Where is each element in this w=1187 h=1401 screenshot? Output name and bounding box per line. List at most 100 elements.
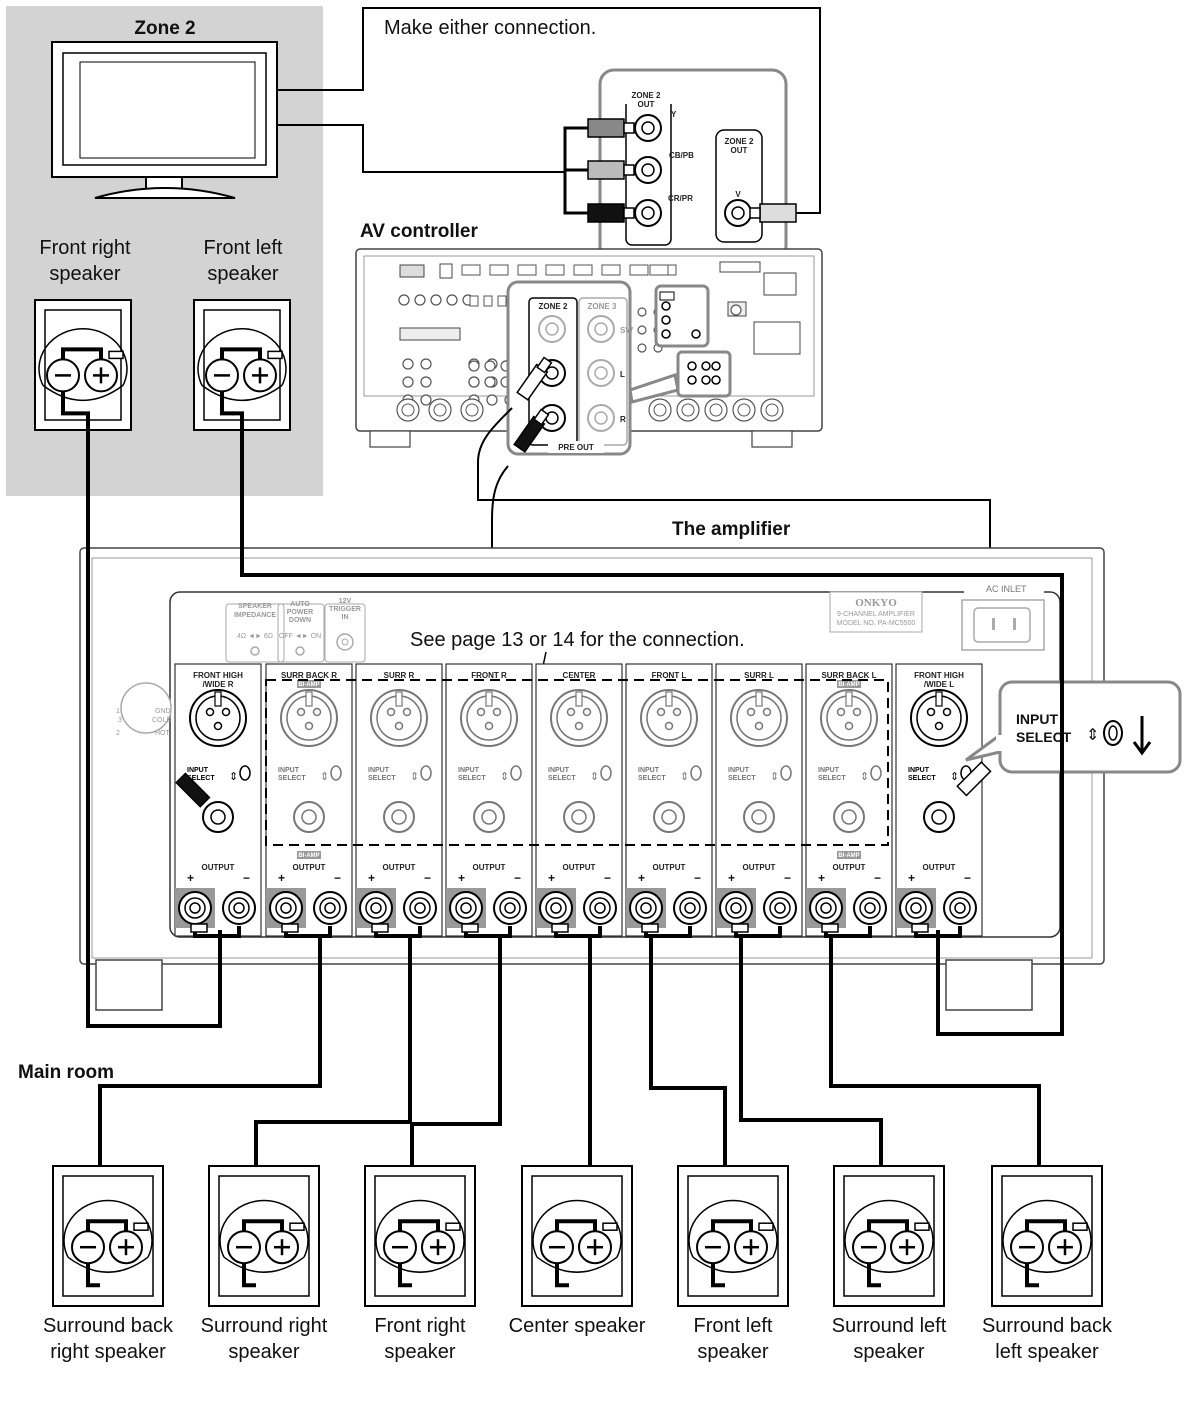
updown-arrow-icon: ⇕ (590, 771, 599, 783)
zone2-speaker-front-left-label: Front left speaker (204, 237, 283, 285)
svg-text:DOWN: DOWN (289, 617, 311, 624)
channel-label: FRONT HIGH (193, 671, 243, 680)
output-minus-terminal (853, 891, 887, 925)
amp-channel-2: SURR BACK RBI-AMPBI-AMPINPUTSELECT⇕OUTPU… (265, 663, 353, 938)
svg-text:1: 1 (116, 708, 120, 715)
input-select-label: INPUT (728, 767, 750, 774)
speaker-label: Surround back (982, 1315, 1113, 1337)
rca-input-jack (383, 801, 415, 833)
input-select-label: SELECT (818, 775, 846, 782)
input-select-label: INPUT (458, 767, 480, 774)
svg-text:OUT: OUT (731, 146, 748, 155)
svg-text:speaker: speaker (207, 263, 278, 285)
minus-sign: − (243, 871, 250, 885)
channel-label: SURR BACK L (821, 671, 876, 680)
output-minus-terminal (493, 891, 527, 925)
rca-input-jack (923, 801, 955, 833)
output-minus-terminal (403, 891, 437, 925)
see-page-note: See page 13 or 14 for the connection. (410, 629, 745, 651)
minus-sign: − (694, 871, 701, 885)
svg-text:3: 3 (118, 717, 122, 724)
input-select-label: SELECT (278, 775, 306, 782)
channel-label: CENTER (563, 671, 596, 680)
minus-terminal-icon (852, 1230, 886, 1265)
zone2-tv (51, 41, 278, 199)
rca-input-jack (473, 801, 505, 833)
output-minus-terminal (763, 891, 797, 925)
minus-terminal-icon (1010, 1230, 1044, 1265)
speaker-sublabel: left speaker (995, 1341, 1099, 1363)
output-label: OUTPUT (653, 863, 686, 872)
input-select-label: INPUT (548, 767, 570, 774)
zone2-speaker-front-right-label: Front right speaker (39, 237, 131, 285)
channel-label: SURR BACK R (281, 671, 337, 680)
speaker-4 (521, 1165, 633, 1307)
speaker-sublabel: speaker (697, 1341, 768, 1363)
component-cable (563, 118, 635, 223)
output-plus-terminal (629, 891, 663, 925)
speaker-6 (833, 1165, 945, 1307)
xlr-pin-diagram: 1 2 3 GND COLD HOT (116, 682, 172, 737)
speaker-label: Front left (694, 1315, 773, 1337)
svg-text:IMPEDANCE: IMPEDANCE (234, 612, 276, 619)
updown-arrow-icon: ⇕ (500, 771, 509, 783)
minus-terminal-icon (71, 1230, 105, 1265)
preout-l-route (477, 407, 991, 745)
zone2-front-right-speaker (34, 299, 132, 431)
svg-text:Front right: Front right (39, 237, 131, 259)
plus-terminal-icon (1048, 1230, 1082, 1265)
zone2-front-left-speaker (193, 299, 291, 431)
minus-sign: − (424, 871, 431, 885)
svg-text:V: V (735, 190, 741, 199)
plus-terminal-icon (421, 1230, 455, 1265)
preout-r-cable (513, 408, 550, 453)
input-select-switch (870, 765, 882, 781)
down-arrow-icon (1132, 716, 1152, 756)
trigger-in-jack: 12V TRIGGER IN (324, 598, 366, 663)
output-label: OUTPUT (202, 863, 235, 872)
svg-text:OUT: OUT (638, 100, 655, 109)
channel-label: FRONT L (652, 671, 687, 680)
svg-text:AUTO: AUTO (290, 601, 310, 608)
output-plus-terminal (359, 891, 393, 925)
svg-text:TRIGGER: TRIGGER (329, 606, 361, 613)
xlr-input-jack (730, 689, 788, 747)
updown-arrow-icon: ⇕ (680, 771, 689, 783)
speaker-1 (52, 1165, 164, 1307)
svg-text:INPUT: INPUT (1016, 711, 1058, 727)
plus-sign: + (638, 871, 645, 885)
bi-amp-tag: BI-AMP (838, 853, 859, 859)
svg-text:12V: 12V (339, 598, 352, 605)
input-select-switch (600, 765, 612, 781)
rca-input-jack (833, 801, 865, 833)
plus-sign: + (278, 871, 285, 885)
plus-terminal-icon (578, 1230, 612, 1265)
video-cable (749, 203, 797, 223)
minus-sign: − (334, 871, 341, 885)
speaker-7 (991, 1165, 1103, 1307)
svg-text:L: L (620, 370, 625, 379)
plus-sign: + (818, 871, 825, 885)
minus-sign: − (514, 871, 521, 885)
minus-sign: − (604, 871, 611, 885)
input-select-label: SELECT (187, 775, 215, 782)
input-select-switch (239, 765, 251, 781)
plus-sign: + (187, 871, 194, 885)
input-select-label: INPUT (638, 767, 660, 774)
plus-terminal-icon (890, 1230, 924, 1265)
svg-text:ZONE 3: ZONE 3 (588, 302, 617, 311)
speaker-label: Surround left (832, 1315, 947, 1337)
channel-sublabel: /WIDE L (924, 680, 954, 689)
plus-terminal-icon (734, 1230, 768, 1265)
output-plus-terminal (178, 891, 212, 925)
svg-text:COLD: COLD (152, 717, 171, 724)
input-select-label: SELECT (368, 775, 396, 782)
minus-terminal-icon (696, 1230, 730, 1265)
svg-text:R: R (620, 415, 626, 424)
input-select-switch (420, 765, 432, 781)
output-minus-terminal (313, 891, 347, 925)
